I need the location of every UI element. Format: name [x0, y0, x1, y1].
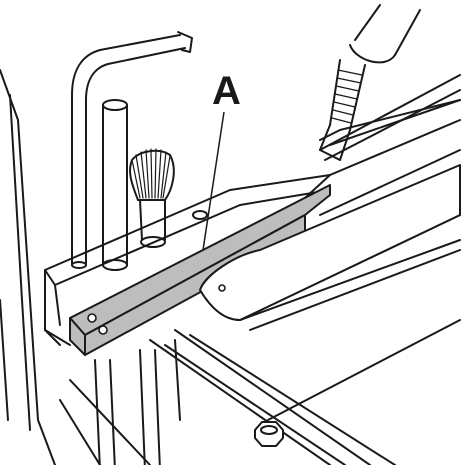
highlighted-strip	[69, 184, 331, 356]
hose-coils	[331, 69, 363, 124]
hex-key-icon	[71, 31, 193, 269]
brush-bristles	[131, 148, 171, 199]
callout-label-a: A	[212, 69, 241, 113]
rod-icon	[102, 99, 128, 271]
strip-hole-2	[98, 325, 108, 335]
cabinet-frame	[0, 69, 151, 465]
blade-front	[199, 164, 461, 321]
lower-rails	[149, 239, 461, 465]
tray-base	[44, 174, 331, 465]
hex-nut-icon	[254, 421, 284, 447]
callout-leader-line	[202, 111, 225, 251]
brush-icon	[129, 149, 175, 248]
strip-hole-1	[87, 313, 97, 323]
nozzle-icon	[319, 4, 421, 161]
carriage-arm	[319, 74, 461, 161]
